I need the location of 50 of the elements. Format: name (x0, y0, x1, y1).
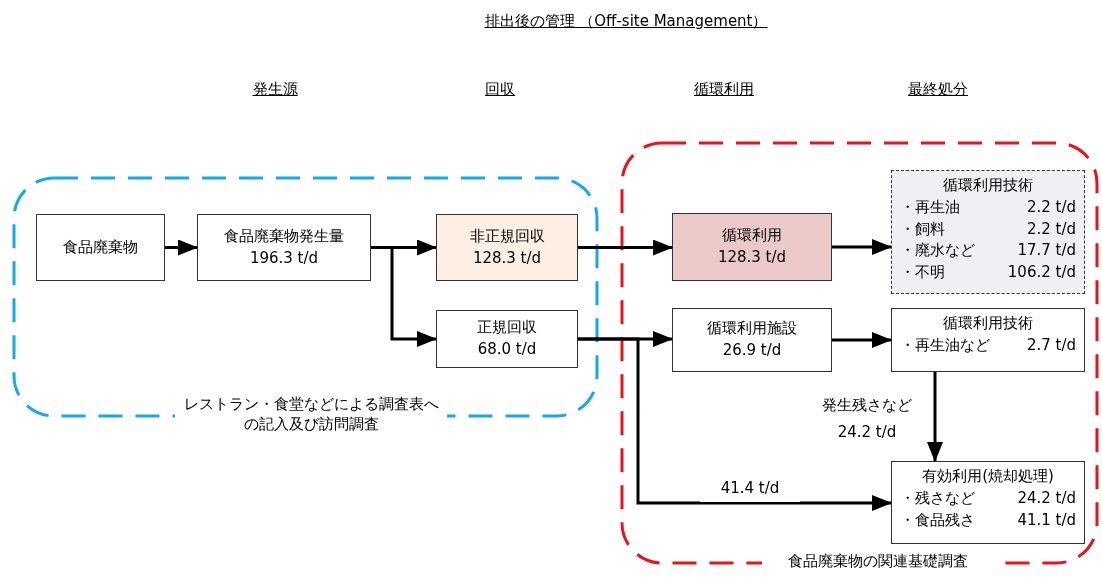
box-heading: 非正規回収 (469, 225, 545, 247)
column-header: 発生源 (252, 80, 298, 99)
arrow (578, 239, 673, 256)
quantity-value: 2.7 t/d (1025, 334, 1076, 356)
item-name: ・食品残さ (900, 509, 976, 531)
item-name: ・再生油など (900, 334, 991, 356)
process-box (197, 214, 371, 281)
item-name: ・残さなど (900, 487, 976, 509)
arrow (832, 239, 892, 255)
quantity-value: 24.2 t/d (1016, 487, 1076, 509)
diagram-title: 排出後の管理 （Off-site Management） (484, 12, 768, 31)
box-heading: 食品廃棄物発生量 (224, 225, 344, 247)
quantity-value: 2.2 t/d (1025, 218, 1076, 240)
process-box (891, 308, 1085, 372)
box-heading: 正規回収 (477, 317, 537, 339)
column-header: 循環利用 (694, 80, 754, 99)
item-name: ・再生油 (900, 196, 961, 218)
quantity-value: 17.7 t/d (1016, 240, 1076, 262)
box-heading: 循環利用 (722, 225, 782, 247)
box-heading: 循環利用技術 (943, 175, 1033, 196)
quantity-value: 2.2 t/d (1025, 196, 1076, 218)
process-box (672, 213, 832, 281)
process-box (436, 310, 578, 368)
process-box (891, 461, 1085, 544)
quantity-value: 128.3 t/d (717, 247, 787, 268)
item-name: ・廃水など (900, 240, 976, 262)
column-header: 最終処分 (908, 80, 968, 99)
arrow (578, 337, 892, 511)
item-name: ・不明 (900, 262, 946, 283)
box-heading: 有効利用(焼却処理) (922, 466, 1054, 487)
arrow (165, 239, 198, 256)
box-heading: 循環利用技術 (943, 313, 1033, 334)
process-box (891, 170, 1085, 294)
quantity-value: 26.9 t/d (722, 340, 782, 361)
quantity-value: 196.3 t/d (249, 247, 319, 269)
column-header: 回収 (485, 80, 515, 99)
box-heading: 食品廃棄物 (63, 236, 138, 258)
box-heading: 循環利用施設 (707, 318, 797, 340)
arrow (371, 246, 437, 347)
quantity-value: 68.0 t/d (477, 339, 537, 360)
arrow (927, 372, 943, 462)
quantity-value: 128.3 t/d (472, 247, 542, 269)
process-box (36, 214, 165, 281)
process-box (436, 214, 578, 281)
quantity-value: 106.2 t/d (1006, 262, 1076, 283)
process-box (672, 308, 832, 372)
arrow (832, 332, 892, 348)
item-name: ・飼料 (900, 218, 946, 240)
quantity-value: 41.1 t/d (1016, 509, 1076, 531)
region-caption: レストラン・食堂などによる調査表への記入及び訪問調査 (175, 395, 447, 434)
